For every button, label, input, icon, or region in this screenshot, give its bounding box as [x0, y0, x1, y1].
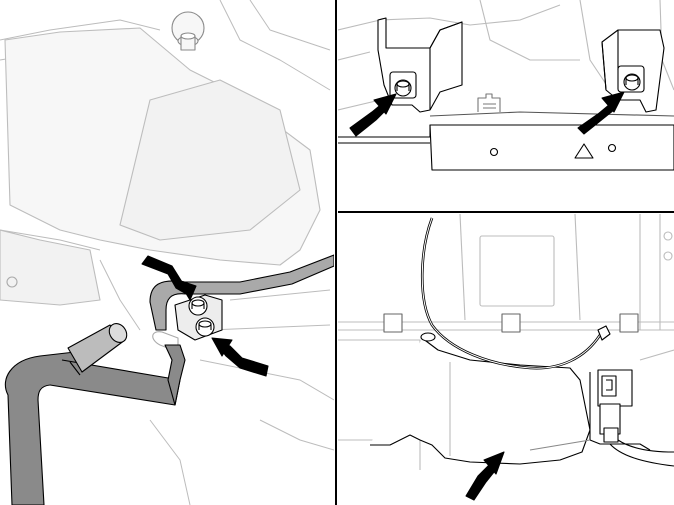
arrow-upper-bolt — [141, 255, 197, 301]
fitting-bolt-upper — [188, 296, 208, 316]
top-right-panel — [338, 0, 674, 171]
left-bracket-bolt — [389, 71, 417, 99]
right-bracket-bolt — [617, 65, 645, 93]
thin-pipe — [149, 254, 334, 331]
bottom-right-panel — [338, 214, 674, 501]
bracket-plate — [429, 124, 674, 171]
arrow-lower-bolt — [211, 337, 269, 377]
fitting-bolt-lower — [195, 317, 215, 337]
left-panel — [0, 0, 334, 505]
wire — [420, 217, 602, 370]
arrow-left-bracket — [349, 93, 397, 137]
arrow-right-bracket — [577, 91, 625, 135]
top-bolt — [171, 11, 205, 51]
arrow-housing — [465, 451, 505, 501]
